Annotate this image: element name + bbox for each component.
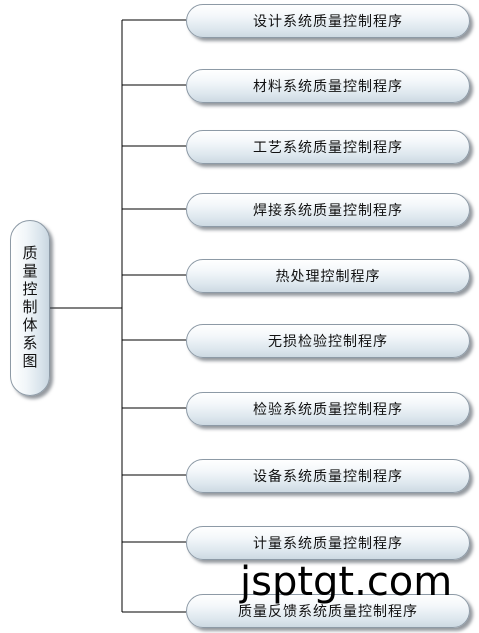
branch-node-nondestructive-testing: 无损检验控制程序: [186, 324, 470, 358]
branch-node-metrology: 计量系统质量控制程序: [186, 526, 470, 560]
branch-node-welding: 焊接系统质量控制程序: [186, 193, 470, 227]
branch-node-equipment: 设备系统质量控制程序: [186, 459, 470, 493]
root-label: 质量控制体系图: [20, 245, 39, 371]
branch-node-quality-feedback: 质量反馈系统质量控制程序: [186, 594, 470, 628]
branch-node-heat-treatment: 热处理控制程序: [186, 259, 470, 293]
root-node: 质量控制体系图: [10, 220, 50, 396]
branch-node-materials: 材料系统质量控制程序: [186, 69, 470, 103]
branch-node-design: 设计系统质量控制程序: [186, 4, 470, 38]
branch-node-inspection: 检验系统质量控制程序: [186, 392, 470, 426]
branch-node-process: 工艺系统质量控制程序: [186, 130, 470, 164]
watermark: jsptgt.com: [240, 559, 453, 605]
